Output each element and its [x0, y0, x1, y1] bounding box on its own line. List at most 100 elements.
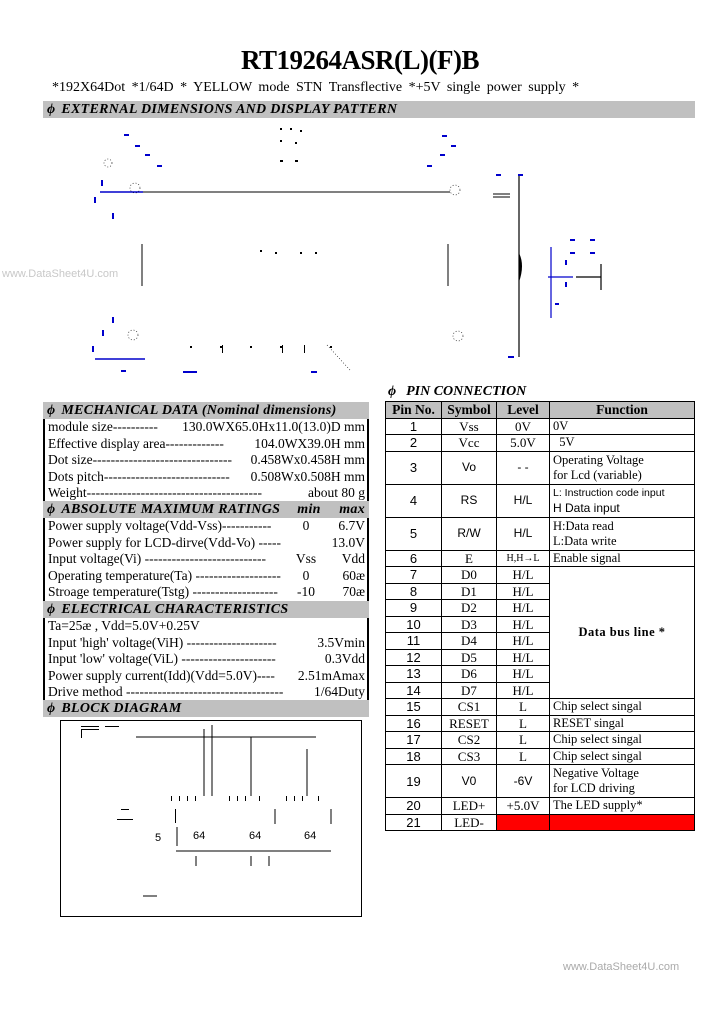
- pin-level: - -: [496, 450, 550, 485]
- section-bullet-icon: ϕ: [47, 403, 56, 418]
- pin-level: H/L: [496, 665, 550, 683]
- table-row: 1 Vss 0V 0V: [385, 417, 695, 435]
- pin-symbol: E: [441, 549, 497, 567]
- section-title: EXTERNAL DIMENSIONS AND DISPLAY PATTERN: [61, 102, 398, 117]
- header-level: Level: [496, 401, 550, 419]
- pin-function: The LED supply*: [549, 797, 695, 815]
- pin-level: H/L: [496, 615, 550, 633]
- electrical-label: Input 'high' voltage(ViH) --------------…: [48, 634, 277, 650]
- absolute-ratings-list: Power supply voltage(Vdd-Vss)-----------…: [43, 518, 369, 601]
- section-title: ELECTRICAL CHARACTERISTICS: [61, 602, 289, 617]
- rating-row: Power supply for LCD-dirve(Vdd-Vo) -----…: [45, 535, 367, 552]
- table-row: 16 RESET L RESET singal: [385, 714, 695, 732]
- rating-max: Vdd: [341, 551, 365, 566]
- pin-number: 4: [385, 483, 442, 518]
- rating-row: Operating temperature(Ta) --------------…: [45, 568, 367, 585]
- table-row: 11 D4 H/L: [385, 632, 695, 650]
- pin-level-highlight: [496, 813, 550, 831]
- spec-row-dot-size: Dot size-------------------------------0…: [45, 452, 367, 469]
- pin-number: 12: [385, 648, 442, 666]
- table-row: 8 D1 H/L: [385, 582, 695, 600]
- spec-value: 0.508Wx0.508H mm: [250, 468, 365, 484]
- pin-level: H/L: [496, 632, 550, 650]
- mechanical-data-list: module size----------130.0WX65.0Hx11.0(1…: [43, 419, 369, 502]
- pin-function-line1: L: Instruction code input: [553, 486, 665, 499]
- pin-symbol: LED-: [441, 813, 497, 831]
- block-diagram-drawing: 64 64 64 5: [81, 725, 332, 897]
- pin-symbol: D3: [441, 615, 497, 633]
- rating-min: -10: [297, 584, 315, 599]
- electrical-label: Power supply current(Idd)(Vdd=5.0V)----: [48, 667, 275, 683]
- pin-number: 11: [385, 632, 442, 650]
- section-mechanical-data: ϕ MECHANICAL DATA (Nominal dimensions): [43, 402, 369, 419]
- spec-value: 0.458Wx0.458H mm: [250, 452, 365, 467]
- min-header: min: [297, 502, 321, 517]
- pin-level: H/L: [496, 648, 550, 666]
- pin-function: 0V: [549, 417, 695, 435]
- table-row: 10 D3 H/L: [385, 615, 695, 633]
- section-bullet-icon: ϕ: [388, 384, 397, 399]
- pin-symbol: D6: [441, 665, 497, 683]
- pin-level: L: [496, 714, 550, 732]
- pin-function-line1: H:Data read: [553, 518, 614, 533]
- electrical-row: Drive method ---------------------------…: [45, 684, 367, 701]
- pin-level: H/L: [496, 681, 550, 699]
- spec-row-module-size: module size----------130.0WX65.0Hx11.0(1…: [45, 419, 367, 436]
- electrical-value: 2.51mAmax: [297, 667, 365, 683]
- pin-level: H/L: [496, 566, 550, 584]
- section-bullet-icon: ϕ: [47, 502, 56, 517]
- pin-symbol: CS2: [441, 731, 497, 749]
- pin-function-line2: L:Data write: [553, 533, 617, 548]
- pin-connection-table: Pin No. Symbol Level Function 1 Vss 0V 0…: [385, 401, 695, 831]
- table-row: 7 D0 H/L Data bus line *: [385, 566, 695, 699]
- pin-number: 21: [385, 813, 442, 831]
- electrical-label: Ta=25æ , Vdd=5.0V+0.25V: [48, 618, 200, 633]
- section-title: MECHANICAL DATA (Nominal dimensions): [61, 403, 337, 418]
- spec-row-weight: Weight----------------------------------…: [45, 485, 367, 502]
- pin-symbol: D2: [441, 599, 497, 617]
- electrical-label: Drive method ---------------------------…: [48, 684, 284, 699]
- pin-function-line2: for Lcd (variable): [553, 467, 642, 482]
- rating-max: 13.0V: [331, 534, 365, 550]
- pin-number: 14: [385, 681, 442, 699]
- rating-row: Stroage temperature(Tstg) --------------…: [45, 584, 367, 601]
- document-subtitle: *192X64Dot *1/64D * YELLOW mode STN Tran…: [52, 80, 580, 95]
- header-pin-no: Pin No.: [385, 401, 442, 419]
- pin-function-line1: Operating Voltage: [553, 452, 644, 467]
- table-row: 2 Vcc 5.0V 5V: [385, 434, 695, 452]
- pin-level: 0V: [496, 417, 550, 435]
- block-label-64-a: 64: [193, 830, 205, 842]
- table-row: 15 CS1 L Chip select singal: [385, 698, 695, 716]
- pin-number: 17: [385, 731, 442, 749]
- electrical-value: 3.5Vmin: [317, 634, 365, 650]
- pin-number: 20: [385, 797, 442, 815]
- pin-function: Chip select singal: [549, 731, 695, 749]
- pin-number: 13: [385, 665, 442, 683]
- electrical-characteristics-list: Ta=25æ , Vdd=5.0V+0.25V Input 'high' vol…: [43, 618, 369, 701]
- rating-min: 0: [302, 518, 310, 533]
- pin-number: 15: [385, 698, 442, 716]
- header-symbol: Symbol: [441, 401, 497, 419]
- watermark-bottom: www.DataSheet4U.com: [563, 961, 680, 973]
- section-bullet-icon: ϕ: [47, 602, 56, 617]
- pin-symbol: R/W: [441, 516, 497, 551]
- rating-label: Operating temperature(Ta) --------------…: [48, 567, 281, 583]
- pin-number: 5: [385, 516, 442, 551]
- pin-number: 8: [385, 582, 442, 600]
- pin-function: Chip select singal: [549, 747, 695, 765]
- pin-symbol: CS3: [441, 747, 497, 765]
- pin-level: L: [496, 747, 550, 765]
- pin-number: 9: [385, 599, 442, 617]
- spec-row-display-area: Effective display area-------------104.0…: [45, 436, 367, 453]
- pin-symbol: CS1: [441, 698, 497, 716]
- pin-function-line2: H Data input: [553, 500, 620, 515]
- spec-label: Dots pitch----------------------------: [48, 468, 230, 484]
- pin-function-highlight: [549, 813, 695, 831]
- pin-level: -6V: [496, 764, 550, 798]
